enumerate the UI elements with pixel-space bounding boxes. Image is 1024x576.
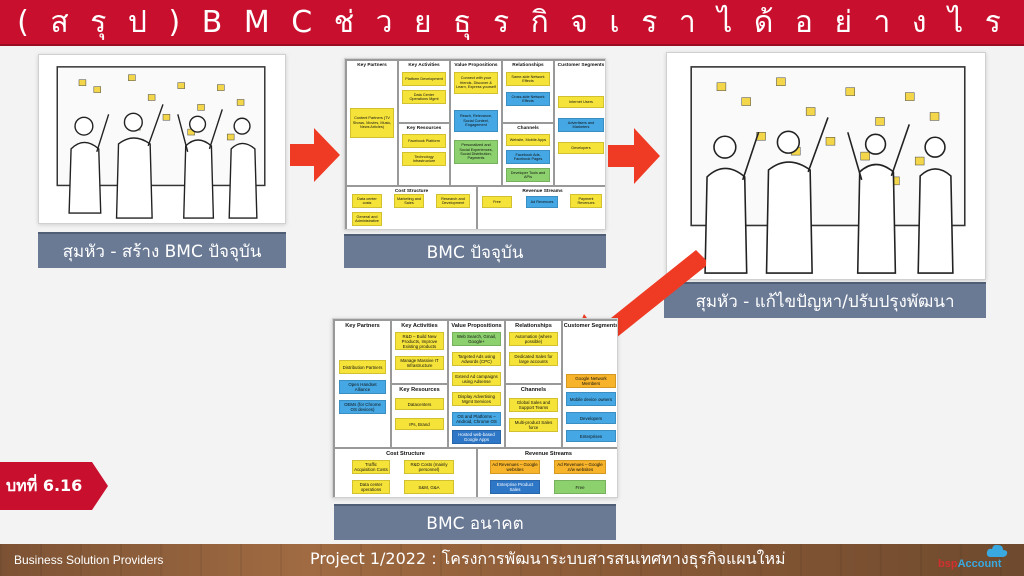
- people-whiteboard-sketch: [690, 66, 966, 274]
- sticky-note: Free: [554, 480, 606, 494]
- bmc-current-panel: Key Partners Key Activities Key Resource…: [344, 58, 606, 230]
- sticky-note: Connect with your friends, Discover & Le…: [454, 72, 498, 94]
- caption-step4: BMC อนาคต: [334, 504, 616, 540]
- sticky-note: Enterprises: [566, 430, 616, 442]
- arrow-right-icon: [608, 128, 660, 184]
- sticky-note: Personalized and Social Experiences, Soc…: [454, 140, 498, 164]
- footer-company: Business Solution Providers: [14, 553, 164, 567]
- sticky-note: OS and Platforms – Android, Chrome OS: [452, 412, 501, 426]
- sticky-note: Ad Revenues – Google websites: [490, 460, 540, 474]
- sticky-note: Global Sales and Support Teams: [509, 398, 558, 412]
- caption-step1: สุมหัว - สร้าง BMC ปัจจุบัน: [38, 232, 286, 268]
- sticky-note: Display Advertising Mgmt Services: [452, 392, 501, 406]
- sketch-panel-2: [666, 52, 986, 280]
- sticky-note: Data center costs: [352, 194, 382, 208]
- sticky-note: R&D – Build New Products, Improve Existi…: [395, 332, 444, 350]
- sticky-note: Developer Tools and APIs: [506, 168, 550, 182]
- bmc-cell-channels: Channels: [505, 384, 562, 448]
- people-whiteboard-sketch: [56, 66, 266, 219]
- sticky-note: Extend Ad campaigns using Adsense: [452, 372, 501, 386]
- bmc-cell-key-resources: Key Resources: [391, 384, 448, 448]
- sticky-note: Reach, Relevance, Social Context, Engage…: [454, 110, 498, 132]
- sticky-note: Website, Mobile Apps: [506, 134, 550, 146]
- cloud-icon: [986, 544, 1008, 557]
- sticky-note: Hosted web-based Google Apps: [452, 430, 501, 444]
- sticky-note: Research and Development: [436, 194, 470, 208]
- footer-bar: [0, 544, 1024, 576]
- sticky-note: Free: [482, 196, 512, 208]
- sticky-note: Cross-side Network Effects: [506, 92, 550, 106]
- sticky-note: Technology Infrastructure: [402, 152, 446, 166]
- sticky-note: Mobile device owners: [566, 392, 616, 406]
- sticky-note: IPs, Brand: [395, 418, 444, 430]
- sticky-note: Facebook Ads, Facebook Pages: [506, 150, 550, 164]
- bmc-cell-relationships: Relationships: [502, 60, 554, 123]
- bmc-cell-key-activities: Key Activities: [391, 320, 448, 384]
- footer-project: Project 1/2022 : โครงการพัฒนาระบบสารสนเท…: [310, 549, 786, 568]
- brand-logo: bspAccount: [938, 558, 1002, 570]
- sticky-note: R&D Costs (mainly personnel): [404, 460, 454, 474]
- sticky-note: Developers: [566, 412, 616, 424]
- sticky-note: Ad Revenues – Google .n/w websites: [554, 460, 606, 474]
- sticky-note: Open Handset Alliance: [339, 380, 386, 394]
- bmc-future-canvas: Key Partners Key Activities Key Resource…: [333, 319, 617, 497]
- sticky-note: Platform Development: [402, 72, 446, 86]
- sticky-note: Web Search, Gmail, Google+: [452, 332, 501, 346]
- sticky-note: Multi-product Sales force: [509, 418, 558, 432]
- caption-step3: สุมหัว - แก้ไขปัญหา/ปรับปรุงพัฒนา: [664, 282, 986, 318]
- arrow-right-icon: [290, 128, 340, 182]
- sticky-note: OEMs (for Chrome OS devices): [339, 400, 386, 414]
- caption-step2: BMC ปัจจุบัน: [344, 234, 606, 268]
- sketch-panel-1: [38, 54, 286, 224]
- chapter-badge-label: บทที่ 6.16: [6, 476, 83, 495]
- sticky-note: Data Center Operations Mgmt: [402, 90, 446, 104]
- chapter-badge: [0, 462, 108, 510]
- sticky-note: Advertisers and Marketers: [558, 118, 604, 132]
- sticky-note: General and Administrative: [352, 212, 382, 226]
- sticky-note: Google Network Members: [566, 374, 616, 388]
- bmc-cell-revenue-streams: Revenue Streams: [477, 186, 605, 229]
- sticky-note: Content Partners (TV Shows, Movies, Musi…: [350, 108, 394, 138]
- bmc-current-canvas: Key Partners Key Activities Key Resource…: [345, 59, 605, 229]
- sticky-note: Internet Users: [558, 96, 604, 108]
- slide-title: ( ส รุ ป ) B M C ช่ ว ย ธุ ร กิ จ เ ร า …: [0, 0, 1024, 46]
- sticky-note: S&M, G&A: [404, 480, 454, 494]
- sticky-note: Ad Revenues: [526, 196, 558, 208]
- sticky-note: Distribution Partners: [339, 360, 386, 374]
- sticky-note: Developers: [558, 142, 604, 154]
- sticky-note: Dedicated Sales for large accounts: [509, 352, 558, 366]
- sticky-note: Facebook Platform: [402, 134, 446, 148]
- sticky-note: Targeted Ads using Adwords (CPC): [452, 352, 501, 366]
- sticky-note: Datacenters: [395, 398, 444, 410]
- sticky-note: Enterprise Product Sales: [490, 480, 540, 494]
- sticky-note: Traffic Acquisition Costs: [352, 460, 390, 474]
- sticky-note: Automation (where possible): [509, 332, 558, 346]
- sticky-note: Same-side Network Effects: [506, 72, 550, 86]
- sticky-note: Data center operations: [352, 480, 390, 494]
- sticky-note: Manage Massive IT Infrastructure: [395, 356, 444, 370]
- bmc-future-panel: Key Partners Key Activities Key Resource…: [332, 318, 618, 498]
- sticky-note: Marketing and Sales: [394, 194, 424, 208]
- sticky-note: Payment Revenues: [570, 194, 602, 208]
